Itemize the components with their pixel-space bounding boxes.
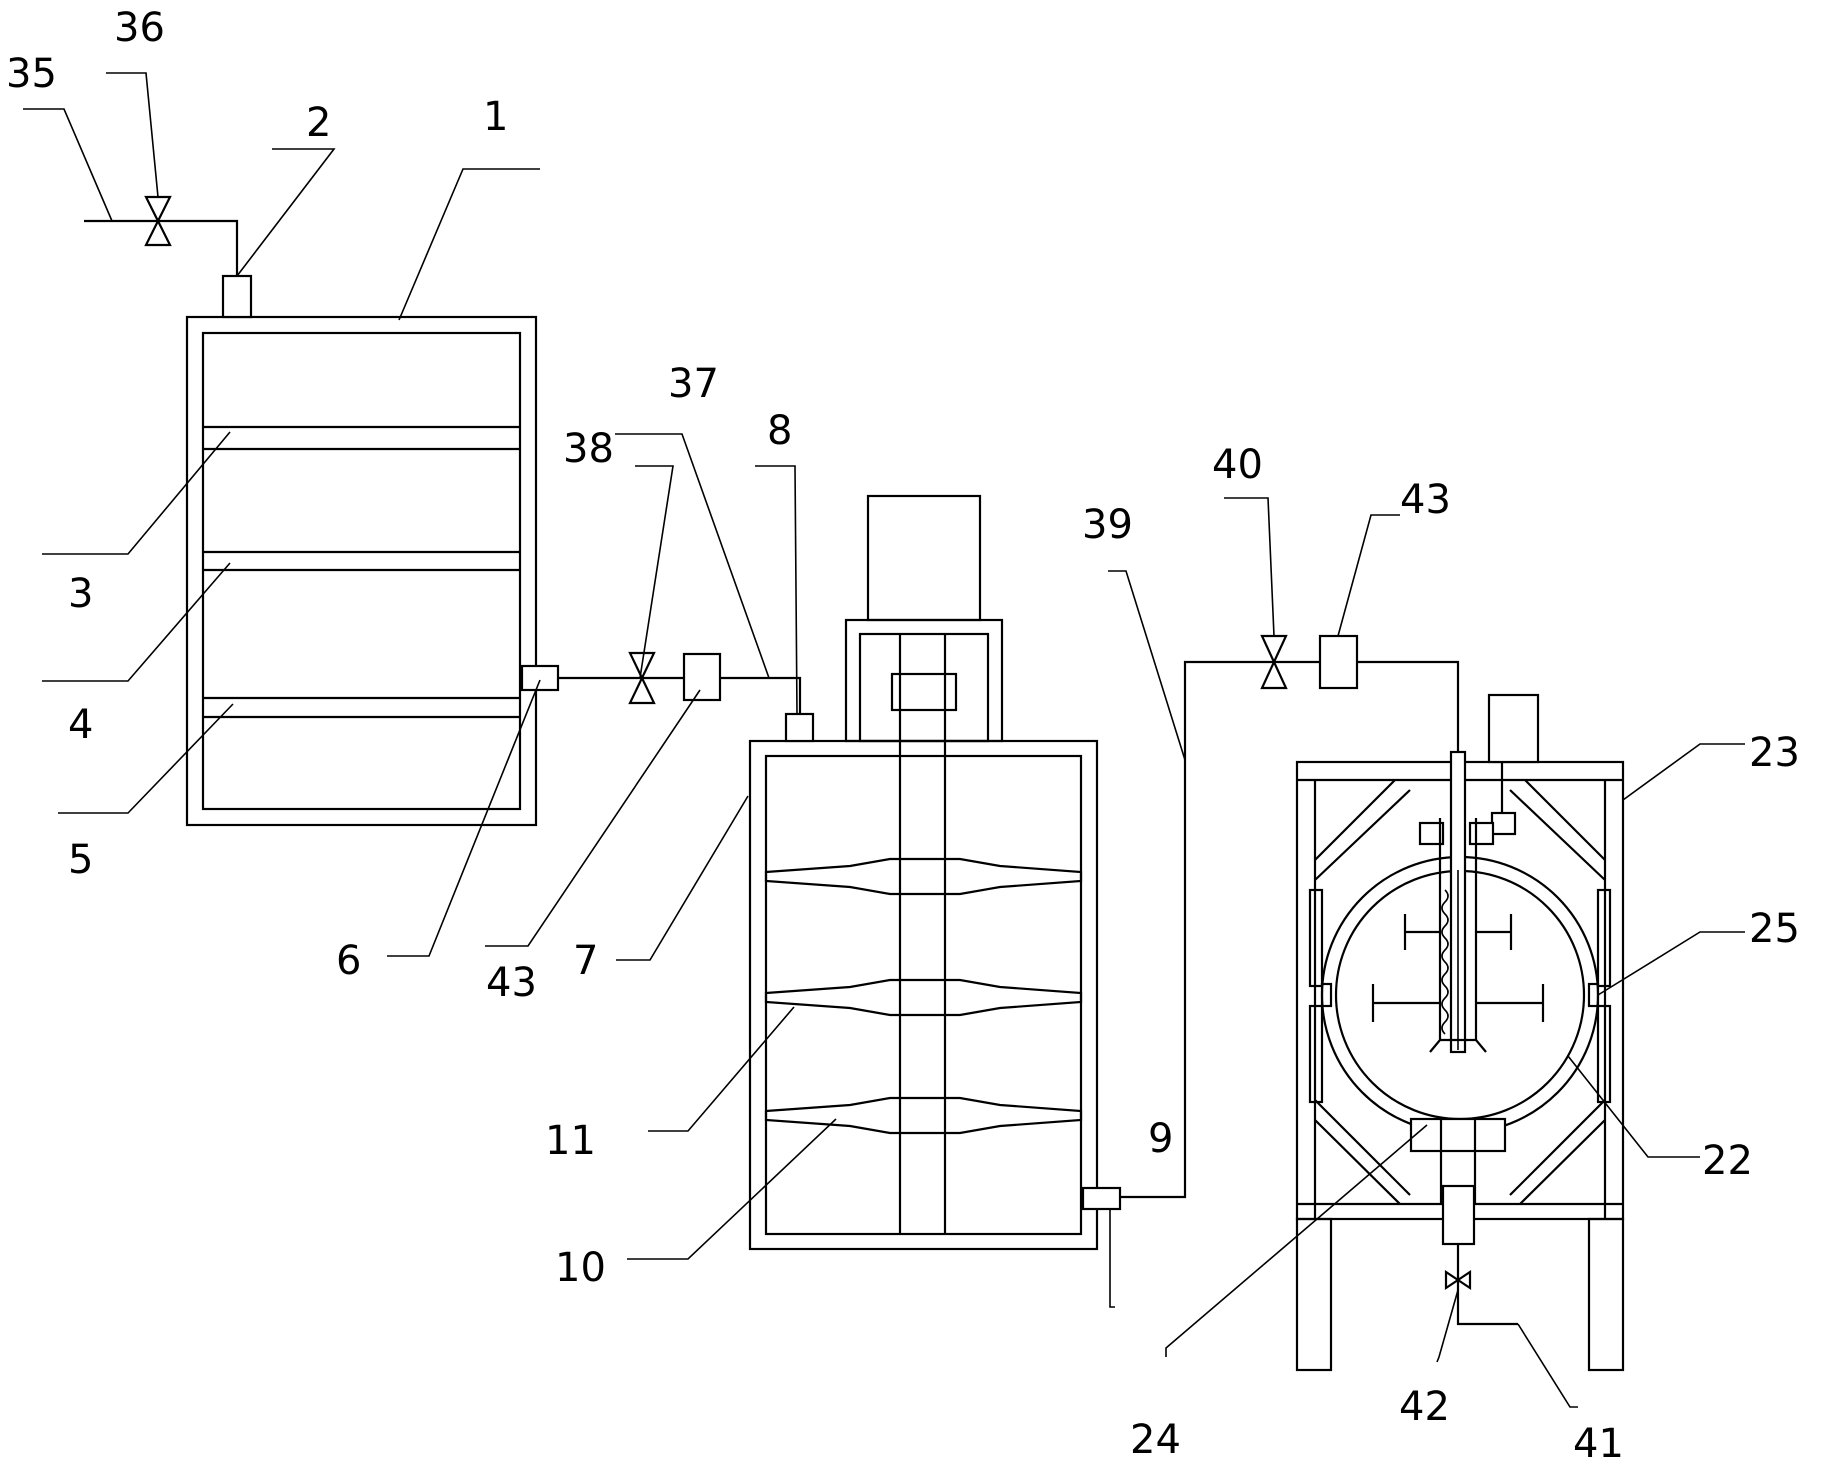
label-10: 10 [555, 1245, 606, 1291]
outlet-9 [1081, 1186, 1122, 1211]
leader-lines [23, 72, 1745, 1408]
label-35: 35 [6, 51, 57, 97]
drive-motor [866, 494, 982, 622]
label-24: 24 [1130, 1417, 1181, 1460]
label-43-second: 43 [1400, 477, 1451, 523]
tank-1 [185, 274, 560, 827]
outlet-6 [520, 664, 560, 692]
label-9: 9 [1148, 1116, 1173, 1162]
agitator-shaft [1371, 750, 1545, 1054]
discharge-24 [1409, 1117, 1507, 1246]
coupling [890, 672, 958, 712]
reactor-7 [748, 494, 1122, 1251]
label-6: 6 [336, 938, 361, 984]
label-7: 7 [573, 938, 598, 984]
pipe-39 [1120, 660, 1460, 1199]
disc-11-upper [764, 857, 1083, 896]
label-8: 8 [767, 408, 792, 454]
label-23: 23 [1749, 730, 1800, 776]
label-40: 40 [1212, 442, 1263, 488]
label-3: 3 [68, 571, 93, 617]
label-22: 22 [1702, 1138, 1753, 1184]
label-4: 4 [68, 702, 93, 748]
layer-5 [203, 696, 520, 719]
valve-42 [1444, 1269, 1472, 1291]
inlet-2 [221, 274, 253, 319]
layer-4 [203, 550, 520, 572]
disc-11-middle [764, 978, 1083, 1017]
frame-23 [1295, 760, 1625, 1372]
label-37: 37 [668, 361, 719, 407]
label-2: 2 [306, 100, 331, 146]
flowmeter-43-second [1318, 634, 1359, 690]
inlet-pipe-35 [84, 219, 239, 276]
outlet-pipe-41 [1456, 1244, 1518, 1326]
label-5: 5 [68, 837, 93, 883]
valve-36 [144, 195, 172, 247]
flowmeter-43-first [682, 652, 722, 702]
disc-11-lower [764, 1096, 1083, 1135]
inlet-8 [784, 712, 815, 743]
agitator-motor [1487, 693, 1540, 764]
pipe-37 [558, 676, 802, 714]
label-1: 1 [483, 94, 508, 140]
label-36: 36 [114, 5, 165, 51]
label-38: 38 [563, 426, 614, 472]
label-11: 11 [545, 1118, 596, 1164]
label-43-first: 43 [486, 960, 537, 1006]
label-25: 25 [1749, 906, 1800, 952]
label-39: 39 [1082, 502, 1133, 548]
label-41: 41 [1573, 1421, 1624, 1460]
layer-3 [203, 425, 520, 451]
label-42: 42 [1399, 1384, 1450, 1430]
